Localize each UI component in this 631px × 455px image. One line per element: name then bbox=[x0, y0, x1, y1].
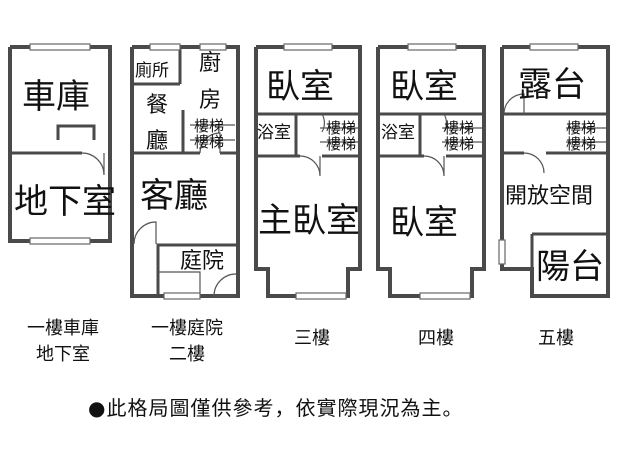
floor-2-plan: 廁所 廚 房 餐 廳 樓梯 樓梯 客廳 庭院 bbox=[130, 43, 240, 300]
floor-3-bath-label: 浴室 bbox=[257, 123, 291, 143]
floor-2-stairs-label-2: 樓梯 bbox=[194, 133, 224, 151]
floor-1-window-bottom bbox=[29, 237, 91, 245]
floor-2-window-top-b bbox=[199, 43, 227, 51]
floor-1-caption: 一樓車庫 地下室 bbox=[27, 318, 99, 365]
floor-3-stairs-label-1: 樓梯 bbox=[326, 119, 356, 137]
floor-1-stair-wall bbox=[56, 124, 96, 140]
floor-2-caption: 一樓庭院 二樓 bbox=[151, 318, 223, 365]
floor-2-window-bottom bbox=[163, 292, 201, 300]
floor-5-terrace-label: 露台 bbox=[518, 65, 586, 105]
floor-3-caption: 三樓 bbox=[294, 328, 330, 349]
floor-2-window-top-a bbox=[149, 43, 181, 51]
floor-4-caption: 四樓 bbox=[418, 328, 454, 349]
floor-3-window-bottom bbox=[295, 292, 347, 300]
floor-5-stairs-label-1: 樓梯 bbox=[566, 119, 596, 137]
floor-2-living-label: 客廳 bbox=[140, 176, 208, 216]
floor-4-stairs-label-2: 樓梯 bbox=[444, 135, 474, 153]
floor-4-bedroom-top-label: 臥室 bbox=[390, 67, 458, 107]
floor-2-door-icon bbox=[133, 221, 157, 245]
floor-4-door-icon bbox=[423, 155, 445, 177]
floor-1-door-icon bbox=[81, 152, 105, 176]
floor-3-plan: 臥室 浴室 樓梯 樓梯 主臥室 bbox=[254, 43, 362, 300]
floor-5-balcony-label: 陽台 bbox=[536, 247, 604, 287]
floor-4-bedroom-bottom-label: 臥室 bbox=[390, 203, 458, 243]
floor-1-plan: 車庫 地下室 bbox=[8, 43, 116, 245]
floor-5-open-space-label: 開放空間 bbox=[505, 184, 593, 209]
floor-3-bedroom-label: 臥室 bbox=[266, 67, 334, 107]
floor-4-outline bbox=[376, 45, 486, 298]
floor-2-courtyard-wall bbox=[156, 243, 238, 296]
floor-4-window-bottom bbox=[419, 292, 471, 300]
floor-2-stair-door-icon bbox=[199, 132, 221, 154]
floor-3-outline bbox=[254, 45, 362, 298]
floor-4-plan: 臥室 浴室 樓梯 樓梯 臥室 bbox=[376, 43, 486, 300]
floor-1-window-top bbox=[29, 43, 91, 51]
floor-2-toilet-label: 廁所 bbox=[135, 60, 169, 81]
floor-5-door-icon bbox=[523, 152, 545, 174]
floor-2-courtyard-door-icon bbox=[213, 273, 237, 297]
floor-2-kitchen-label-1: 廚 bbox=[199, 51, 221, 76]
floor-5-plan: 露台 樓梯 樓梯 開放空間 陽台 bbox=[498, 43, 610, 298]
floor-5-window-side bbox=[498, 239, 506, 265]
floor-3-bath-door-icon bbox=[321, 113, 326, 133]
floor-3-master-label: 主臥室 bbox=[258, 201, 360, 241]
floor-4-window-top bbox=[407, 43, 457, 51]
floor-2-courtyard-inner bbox=[158, 271, 201, 296]
floor-5-outline bbox=[500, 45, 610, 298]
floor-3-window-top bbox=[283, 43, 333, 51]
floor-1-garage-label: 車庫 bbox=[22, 77, 90, 117]
floor-5-window-top bbox=[529, 43, 579, 51]
floor-1-basement-label: 地下室 bbox=[14, 182, 116, 222]
floor-2-stairs-label-1: 樓梯 bbox=[194, 117, 224, 135]
floor-4-bath-door-icon bbox=[443, 113, 448, 133]
floor-3-door-icon bbox=[299, 155, 321, 177]
floor-2-dining-label-2: 廳 bbox=[146, 129, 168, 154]
disclaimer-note: ●此格局圖僅供參考，依實際現況為主。 bbox=[88, 396, 464, 420]
floor-2-kitchen-label-2: 房 bbox=[199, 88, 221, 113]
floor-5-caption: 五樓 bbox=[538, 328, 574, 349]
floor-4-stairs-label-1: 樓梯 bbox=[444, 119, 474, 137]
floor-4-bath-label: 浴室 bbox=[381, 123, 415, 143]
floor-2-dining-label-1: 餐 bbox=[146, 93, 168, 118]
floor-2-courtyard-label: 庭院 bbox=[180, 249, 224, 274]
floor-3-stairs-label-2: 樓梯 bbox=[326, 135, 356, 153]
floor-5-stairs-label-2: 樓梯 bbox=[566, 135, 596, 153]
floor-5-terrace-door-icon bbox=[503, 93, 525, 115]
